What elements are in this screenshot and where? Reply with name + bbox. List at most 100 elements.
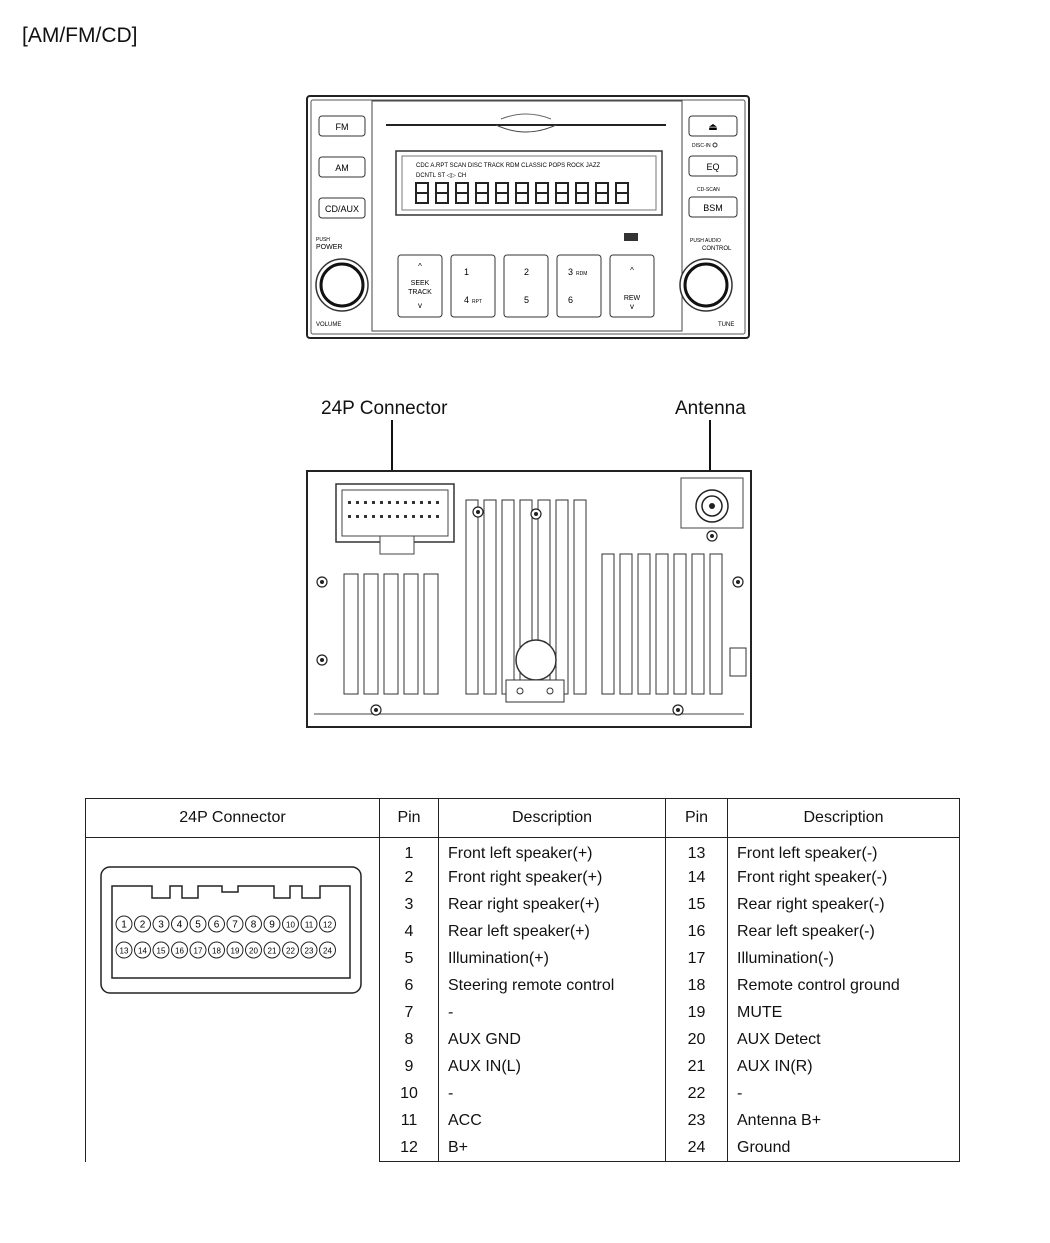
connector-pin bbox=[245, 915, 262, 933]
rpt-label: RPT bbox=[472, 299, 482, 305]
pin-number: 13 bbox=[665, 837, 728, 865]
bsm-button[interactable] bbox=[688, 196, 738, 218]
radio-rear-panel bbox=[306, 470, 752, 728]
preset-4-label: 4 bbox=[464, 295, 469, 305]
pin-number: 15 bbox=[665, 891, 728, 919]
pin-number: 17 bbox=[665, 945, 728, 973]
pin-description: - bbox=[438, 999, 666, 1027]
preset-2-5-button[interactable] bbox=[503, 254, 549, 318]
connector-pin bbox=[300, 915, 318, 933]
connector-pin bbox=[208, 941, 225, 959]
pin-description: Rear right speaker(-) bbox=[727, 891, 960, 919]
heat-fin bbox=[601, 553, 615, 695]
pin-number: 7 bbox=[379, 999, 439, 1027]
table-row: 10-22- bbox=[86, 1080, 960, 1108]
connector-pin bbox=[208, 915, 225, 933]
connector-pin bbox=[263, 915, 281, 933]
seek-up-icon: ^ bbox=[418, 262, 422, 271]
pin-number: 24 bbox=[665, 1134, 728, 1162]
rew-button[interactable] bbox=[609, 254, 655, 318]
cd-aux-button[interactable] bbox=[318, 197, 366, 219]
rear-24p-connector bbox=[341, 489, 449, 537]
connector-pin-number: 3 bbox=[158, 920, 164, 931]
preset-5-label: 5 bbox=[524, 295, 529, 305]
pin-description: Remote control ground bbox=[727, 972, 960, 1000]
pin-number: 18 bbox=[665, 972, 728, 1000]
power-label: POWER bbox=[316, 244, 342, 251]
am-button[interactable] bbox=[318, 156, 366, 178]
heat-fin bbox=[423, 573, 439, 695]
connector-pin-number: 15 bbox=[157, 947, 166, 956]
table-header-row: 24P Connector Pin Description Pin Descri… bbox=[85, 798, 960, 838]
fm-button[interactable] bbox=[318, 115, 366, 137]
heat-fin bbox=[573, 499, 587, 695]
eject-button[interactable] bbox=[688, 115, 738, 137]
pin-number: 1 bbox=[379, 837, 439, 865]
heat-fin bbox=[403, 573, 419, 695]
pin-description: Rear left speaker(+) bbox=[438, 918, 666, 946]
cd-scan-label: CD-SCAN bbox=[697, 187, 720, 193]
control-label: CONTROL bbox=[702, 246, 732, 252]
connector-pin bbox=[152, 915, 170, 933]
pin-number: 3 bbox=[379, 891, 439, 919]
seek-track-button[interactable] bbox=[397, 254, 443, 318]
header-pin: Pin bbox=[379, 798, 439, 838]
pin-number: 21 bbox=[665, 1053, 728, 1081]
pin-number: 5 bbox=[379, 945, 439, 973]
pin-description: - bbox=[727, 1080, 960, 1108]
disc-in-label: DISC-IN bbox=[692, 143, 711, 149]
connector-pin bbox=[226, 915, 244, 933]
track-label: TRACK bbox=[408, 289, 432, 296]
pin-number: 23 bbox=[665, 1107, 728, 1135]
heat-fin bbox=[363, 573, 379, 695]
pin-number: 20 bbox=[665, 1026, 728, 1054]
pin-description: Antenna B+ bbox=[727, 1107, 960, 1135]
preset-2-label: 2 bbox=[524, 267, 529, 277]
rew-label: REW bbox=[624, 295, 641, 302]
preset-6-label: 6 bbox=[568, 295, 573, 305]
pin-description: Rear right speaker(+) bbox=[438, 891, 666, 919]
connector-pin-number: 18 bbox=[212, 947, 221, 956]
pin-number: 11 bbox=[379, 1107, 439, 1135]
tune-knob[interactable] bbox=[679, 258, 733, 312]
pin-table: 24P Connector Pin Description Pin Descri… bbox=[85, 798, 960, 1162]
heat-fin bbox=[383, 573, 399, 695]
connector-pin bbox=[171, 941, 188, 959]
preset-3-6-button[interactable] bbox=[556, 254, 602, 318]
connector-pin-number: 7 bbox=[232, 920, 238, 931]
connector-pin bbox=[282, 941, 299, 959]
connector-pin-number: 24 bbox=[323, 947, 332, 956]
connector-pin-number: 19 bbox=[231, 947, 240, 956]
connector-pin-number: 16 bbox=[175, 947, 184, 956]
heat-fin bbox=[691, 553, 705, 695]
volume-label: VOLUME bbox=[316, 322, 341, 328]
connector-pin-number: 5 bbox=[195, 920, 201, 931]
pin-description: Front left speaker(+) bbox=[438, 837, 666, 865]
rdm-label: RDM bbox=[576, 271, 587, 277]
tune-label: TUNE bbox=[718, 322, 734, 328]
header-description: Description bbox=[438, 798, 666, 838]
connector-pin-number: 20 bbox=[249, 947, 258, 956]
pin-number: 2 bbox=[379, 864, 439, 892]
preset-1-4-button[interactable] bbox=[450, 254, 496, 318]
connector-pin bbox=[189, 915, 207, 933]
eq-button[interactable] bbox=[688, 155, 738, 177]
header-pin-2: Pin bbox=[665, 798, 728, 838]
heat-fin bbox=[465, 499, 479, 695]
volume-knob[interactable] bbox=[315, 258, 369, 312]
header-connector: 24P Connector bbox=[85, 798, 380, 838]
header-description-2: Description bbox=[727, 798, 960, 838]
page-title: [AM/FM/CD] bbox=[22, 24, 138, 47]
seek-label: SEEK bbox=[411, 280, 430, 287]
pin-description: Ground bbox=[727, 1134, 960, 1162]
